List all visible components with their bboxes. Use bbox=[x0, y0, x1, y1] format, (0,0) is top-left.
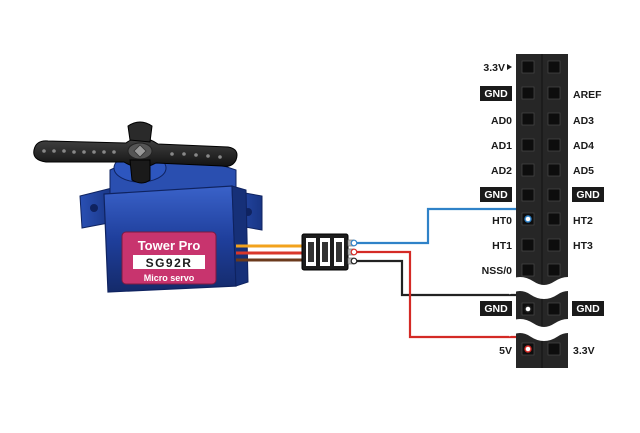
pin-label-ad3: AD3 bbox=[573, 115, 594, 127]
header-break-top bbox=[506, 277, 582, 299]
pin-label-gnd-left-2: GND bbox=[484, 189, 508, 201]
pin-label-ht3: HT3 bbox=[573, 240, 593, 252]
pin-header: 3.3V GND AD0 AD1 AD2 GND HT0 HT1 NSS/0 G… bbox=[480, 54, 604, 368]
header-pin-socket bbox=[521, 60, 535, 74]
pin-label-aref: AREF bbox=[573, 89, 602, 101]
servo-label: Tower Pro SG92R Micro servo bbox=[121, 231, 217, 285]
pin-arrow-icon bbox=[507, 64, 512, 70]
pin-label-gnd-right-2: GND bbox=[576, 303, 600, 315]
header-pin-socket bbox=[521, 138, 535, 152]
header-pin-socket bbox=[547, 188, 561, 202]
servo-horn bbox=[33, 121, 238, 184]
servo-brand-text: Tower Pro bbox=[138, 238, 201, 253]
header-pin-socket bbox=[547, 138, 561, 152]
pin-label-ad2: AD2 bbox=[491, 165, 512, 177]
header-pin-socket bbox=[547, 60, 561, 74]
header-pin-socket bbox=[547, 263, 561, 277]
pin-label-ad1: AD1 bbox=[491, 140, 512, 152]
jumper-wires bbox=[350, 207, 530, 348]
header-pin-socket bbox=[521, 112, 535, 126]
header-pin-socket bbox=[521, 238, 535, 252]
header-pin-socket bbox=[521, 86, 535, 100]
servo-caption-text: Micro servo bbox=[144, 273, 195, 283]
header-pin-socket bbox=[521, 263, 535, 277]
header-left-labels: 3.3V GND AD0 AD1 AD2 GND HT0 HT1 NSS/0 G… bbox=[480, 62, 512, 357]
header-pin-socket bbox=[547, 86, 561, 100]
pin-label-nss0: NSS/0 bbox=[482, 265, 513, 277]
header-pin-socket bbox=[547, 302, 561, 316]
header-pin-socket bbox=[547, 342, 561, 356]
header-pin-socket bbox=[521, 163, 535, 177]
pin-label-gnd-left-1: GND bbox=[484, 88, 508, 100]
header-break-bottom bbox=[506, 319, 582, 341]
pin-label-ht0: HT0 bbox=[492, 215, 512, 227]
header-pin-socket bbox=[547, 212, 561, 226]
servo-connector bbox=[301, 233, 355, 271]
pin-label-ad4: AD4 bbox=[573, 140, 594, 152]
header-pin-grid bbox=[521, 60, 561, 356]
signal-pin-dot bbox=[524, 215, 532, 223]
header-pin-socket bbox=[547, 112, 561, 126]
power-pin-dot bbox=[524, 345, 532, 353]
ground-pin-dot bbox=[524, 305, 532, 313]
header-pin-socket bbox=[547, 163, 561, 177]
pin-label-3v3-right: 3.3V bbox=[573, 345, 595, 357]
pin-label-5v: 5V bbox=[499, 345, 512, 357]
pin-label-ht2: HT2 bbox=[573, 215, 593, 227]
servo-cable bbox=[236, 244, 304, 262]
pin-label-ad0: AD0 bbox=[491, 115, 512, 127]
header-right-labels: AREF AD3 AD4 AD5 GND HT2 HT3 GND 3.3V bbox=[572, 89, 604, 357]
pin-label-gnd-right-1: GND bbox=[576, 189, 600, 201]
pin-label-3v3-left: 3.3V bbox=[483, 62, 505, 74]
pin-label-ht1: HT1 bbox=[492, 240, 512, 252]
servo-motor: Tower Pro SG92R Micro servo bbox=[33, 121, 263, 293]
header-pin-socket bbox=[547, 238, 561, 252]
header-pin-socket bbox=[521, 188, 535, 202]
pin-label-ad5: AD5 bbox=[573, 165, 594, 177]
pin-label-gnd-left-3: GND bbox=[484, 303, 508, 315]
servo-model-text: SG92R bbox=[146, 256, 193, 270]
